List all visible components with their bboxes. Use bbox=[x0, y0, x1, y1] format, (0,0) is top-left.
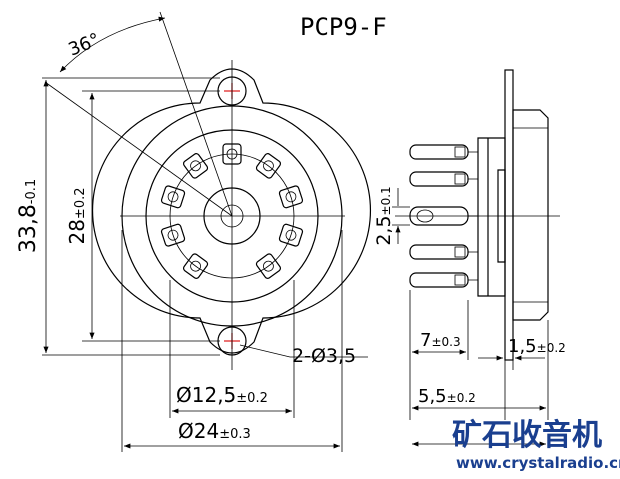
svg-text:2,5±0.1: 2,5±0.1 bbox=[373, 186, 395, 245]
side-view: 2,5±0.1 7±0.3 1,5±0.2 5,5±0.2 bbox=[373, 69, 566, 447]
dim-ext-pin-circle bbox=[169, 280, 295, 418]
dim-ext-body bbox=[121, 230, 343, 452]
pin-contact bbox=[255, 153, 282, 179]
pin-contacts bbox=[160, 143, 304, 279]
watermark: 矿石收音机 www.crystalradio.cn bbox=[452, 418, 620, 472]
pin-contact bbox=[160, 223, 186, 247]
dim-flange-thickness: 1,5±0.2 bbox=[508, 336, 566, 357]
svg-text:28±0.2: 28±0.2 bbox=[65, 187, 89, 244]
side-body bbox=[512, 109, 549, 321]
pin-contact bbox=[182, 253, 209, 279]
pin-contact bbox=[255, 253, 282, 279]
angle-ray-1 bbox=[159, 11, 233, 217]
dim-ext-spacing bbox=[82, 90, 220, 342]
angle-ray-2 bbox=[44, 81, 233, 217]
side-flange bbox=[504, 69, 514, 361]
dim-overall-height: 33,8-0.1 bbox=[16, 179, 41, 253]
watermark-url: www.crystalradio.cn bbox=[456, 454, 620, 472]
flange-outline bbox=[91, 68, 372, 354]
pin-contact bbox=[278, 185, 304, 209]
dim-pin-width: 2,5±0.1 bbox=[373, 186, 395, 245]
dim-pin-circle: Ø12,5±0.2 bbox=[176, 383, 268, 407]
dim-body-depth: 5,5±0.2 bbox=[418, 386, 476, 407]
angle-label: 36° bbox=[66, 29, 103, 60]
pin-contact bbox=[222, 143, 242, 165]
part-title: PCP9-F bbox=[300, 13, 387, 41]
dim-ext-overall bbox=[42, 77, 220, 356]
pin-contact bbox=[160, 185, 186, 209]
dim-body-diameter: Ø24±0.3 bbox=[178, 419, 251, 443]
watermark-name: 矿石收音机 bbox=[452, 418, 602, 453]
front-view: 36° 33,8-0.1 28±0.2 bbox=[16, 11, 372, 452]
pin-contact bbox=[182, 153, 209, 179]
dim-hole-spacing: 28±0.2 bbox=[65, 187, 89, 244]
dim-pin-length: 7±0.3 bbox=[420, 330, 461, 351]
svg-text:33,8-0.1: 33,8-0.1 bbox=[16, 179, 41, 253]
side-base bbox=[477, 137, 506, 297]
dim-mount-holes: 2-Ø3,5 bbox=[292, 345, 356, 367]
angle-arc bbox=[59, 16, 166, 73]
pin-contact bbox=[278, 223, 304, 247]
